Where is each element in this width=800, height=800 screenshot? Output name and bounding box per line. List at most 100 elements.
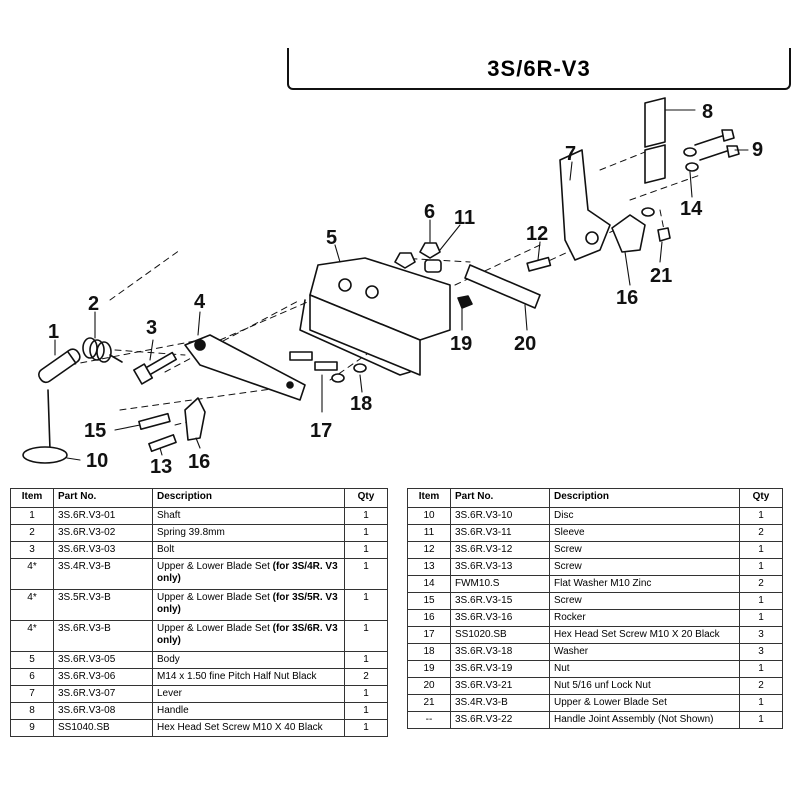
qty-cell: 1 [739,694,783,712]
part-no-cell: 3S.6R.V3-06 [53,668,153,686]
header-description: Description [152,488,345,508]
description-cell: Nut [549,660,740,678]
title-banner: 3S/6R-V3 [287,48,791,90]
callout-12: 12 [526,223,548,245]
callout-7: 7 [565,143,576,165]
callout-4: 4 [194,291,206,313]
sleeve-part [424,259,442,273]
callout-18: 18 [350,393,372,415]
item-cell: 9 [10,719,54,737]
description-text: Screw [554,544,582,555]
callout-1: 1 [48,321,59,343]
callout-13: 13 [150,456,172,478]
item-cell: 17 [407,626,451,644]
description-text: Body [157,654,180,665]
callout-8: 8 [702,101,713,123]
description-cell: Upper & Lower Blade Set (for 3S/4R. V3 o… [152,558,345,590]
description-text: Spring 39.8mm [157,527,225,538]
part-no-cell: SS1020.SB [450,626,550,644]
qty-cell: 3 [739,626,783,644]
hex-screw-part-17 [289,351,338,371]
description-text: Screw [554,561,582,572]
description-text: Rocker [554,612,586,623]
callout-17: 17 [310,420,332,442]
item-cell: 4* [10,558,54,590]
disc-part [22,389,68,464]
description-text: Nut 5/16 unf Lock Nut [554,680,651,691]
part-no-cell: 3S.5R.V3-B [53,589,153,621]
item-cell: 15 [407,592,451,610]
callout-20: 20 [514,333,536,355]
description-cell: Flat Washer M10 Zinc [549,575,740,593]
hex-screw-part [694,129,740,161]
flat-washer-part [683,147,699,172]
callout-10: 10 [86,450,108,472]
qty-cell: 1 [344,541,388,559]
part-no-cell: 3S.6R.V3-15 [450,592,550,610]
part-no-cell: 3S.6R.V3-11 [450,524,550,542]
item-cell: 20 [407,677,451,695]
leader-lines [54,109,749,461]
callout-15: 15 [84,420,106,442]
part-no-cell: 3S.6R.V3-07 [53,685,153,703]
page-title: 3S/6R-V3 [487,56,591,81]
callout-9: 9 [752,139,763,161]
description-text: Lever [157,688,183,699]
qty-cell: 3 [739,643,783,661]
header-part-no: Part No. [53,488,153,508]
qty-cell: 1 [739,507,783,525]
qty-cell: 2 [344,668,388,686]
description-cell: Hex Head Set Screw M10 X 40 Black [152,719,345,737]
qty-cell: 1 [344,702,388,720]
description-cell: Upper & Lower Blade Set [549,694,740,712]
part-no-cell: 3S.6R.V3-05 [53,651,153,669]
qty-cell: 1 [739,660,783,678]
part-no-cell: 3S.6R.V3-03 [53,541,153,559]
item-cell: 5 [10,651,54,669]
qty-cell: 1 [739,592,783,610]
qty-cell: 2 [739,524,783,542]
description-text: Bolt [157,544,175,555]
description-cell: Screw [549,541,740,559]
part-no-cell: 3S.4R.V3-B [53,558,153,590]
exploded-parts-diagram: 1 2 3 4 5 6 7 8 9 10 11 12 13 14 15 16 1… [22,97,763,478]
description-cell: Hex Head Set Screw M10 X 20 Black [549,626,740,644]
callout-19: 19 [450,333,472,355]
header-part-no: Part No. [450,488,550,508]
description-note: (for 3S/6R. V3 only) [157,623,338,646]
part-no-cell: 3S.6R.V3-10 [450,507,550,525]
description-text: Sleeve [554,527,585,538]
header-item: Item [10,488,54,508]
qty-cell: 1 [739,558,783,576]
item-cell: 14 [407,575,451,593]
part-no-cell: 3S.6R.V3-16 [450,609,550,627]
qty-cell: 1 [739,609,783,627]
description-text: Handle Joint Assembly (Not Shown) [554,714,714,725]
part-no-cell: 3S.6R.V3-B [53,620,153,652]
spring-part [82,337,123,363]
description-cell: Shaft [152,507,345,525]
part-no-cell: 3S.6R.V3-08 [53,702,153,720]
item-cell: 18 [407,643,451,661]
item-cell: 3 [10,541,54,559]
description-text: Hex Head Set Screw M10 X 40 Black [157,722,323,733]
item-cell: 6 [10,668,54,686]
callout-16-left: 16 [188,451,210,473]
blade-plate-part [184,334,306,401]
description-text: Upper & Lower Blade Set [157,561,273,572]
description-text: Hex Head Set Screw M10 X 20 Black [554,629,720,640]
part-no-cell: FWM10.S [450,575,550,593]
description-text: Upper & Lower Blade Set [157,592,273,603]
